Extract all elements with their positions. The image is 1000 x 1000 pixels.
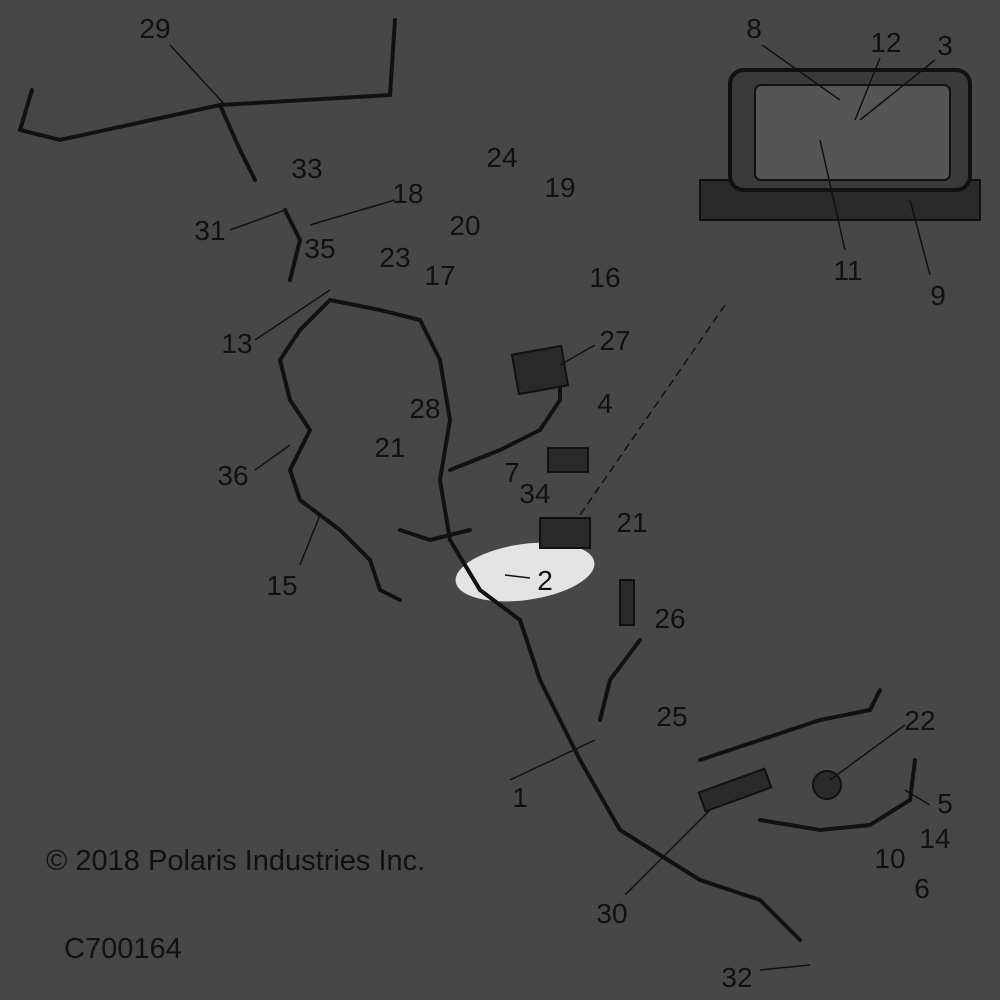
drawing-code: C700164 xyxy=(64,933,182,965)
callout-17: 17 xyxy=(424,260,455,291)
callout-18: 18 xyxy=(392,178,423,209)
callout-16: 16 xyxy=(589,262,620,293)
callout-32: 32 xyxy=(721,962,752,993)
callout-8: 8 xyxy=(746,13,762,44)
callout-10: 10 xyxy=(874,843,905,874)
callout-26: 26 xyxy=(654,603,685,634)
callout-14: 14 xyxy=(919,823,950,854)
callout-1: 1 xyxy=(512,782,528,813)
callout-15: 15 xyxy=(266,570,297,601)
callout-6: 6 xyxy=(914,873,930,904)
callout-35: 35 xyxy=(304,233,335,264)
callout-21: 21 xyxy=(374,432,405,463)
callout-2: 2 xyxy=(537,565,553,596)
callout-20: 20 xyxy=(449,210,480,241)
callout-13: 13 xyxy=(221,328,252,359)
callout-11: 11 xyxy=(833,255,862,286)
callout-3: 3 xyxy=(937,30,953,61)
highlight-glow xyxy=(455,542,595,602)
callout-19: 19 xyxy=(544,172,575,203)
copyright-notice: © 2018 Polaris Industries Inc. xyxy=(46,845,426,877)
callout-36: 36 xyxy=(217,460,248,491)
callout-22: 22 xyxy=(904,705,935,736)
callout-27: 27 xyxy=(599,325,630,356)
components xyxy=(510,68,981,813)
callout-7: 7 xyxy=(504,457,520,488)
callout-9: 9 xyxy=(930,280,946,311)
callout-30: 30 xyxy=(596,898,627,929)
callout-33: 33 xyxy=(291,153,322,184)
callout-28: 28 xyxy=(409,393,440,424)
callout-21: 21 xyxy=(616,507,647,538)
leader-lines xyxy=(169,44,936,971)
callout-24: 24 xyxy=(486,142,517,173)
callout-29: 29 xyxy=(139,13,170,44)
callout-23: 23 xyxy=(379,242,410,273)
callout-31: 31 xyxy=(194,215,225,246)
callout-12: 12 xyxy=(870,27,901,58)
callout-5: 5 xyxy=(937,788,953,819)
callout-34: 34 xyxy=(519,478,550,509)
harness-lines xyxy=(17,18,917,942)
callout-4: 4 xyxy=(597,388,613,419)
callout-25: 25 xyxy=(656,701,687,732)
